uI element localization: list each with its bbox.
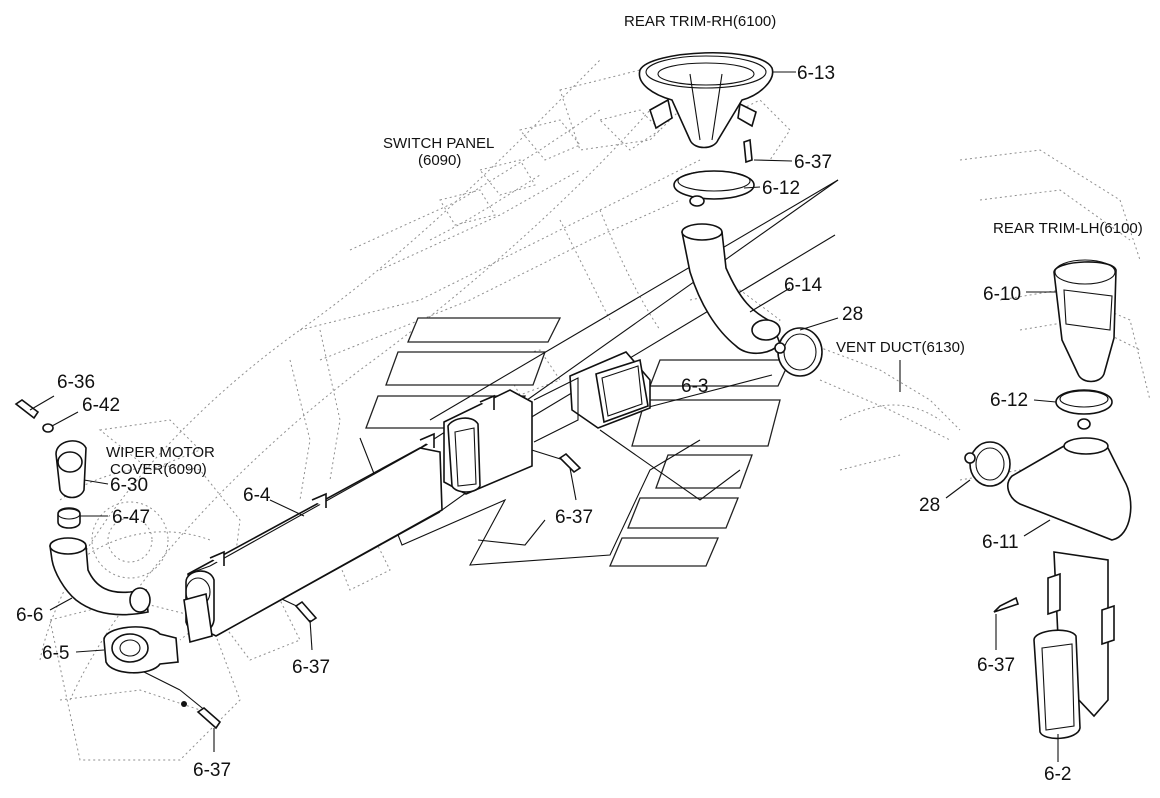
callout-6-11: 6-11 [982, 532, 1019, 553]
callout-6-37-top: 6-37 [794, 152, 832, 173]
leader-lines [29, 71, 1059, 762]
part-clamp-28-top [774, 327, 823, 377]
part-right-assembly [964, 259, 1132, 740]
part-outlet-rh [638, 51, 774, 149]
part-screws [294, 138, 1020, 624]
callout-6-6: 6-6 [16, 605, 43, 626]
callout-6-14: 6-14 [784, 275, 822, 296]
reference-labels: REAR TRIM-RH(6100) SWITCH PANEL (6090) R… [106, 13, 1143, 478]
callout-6-36: 6-36 [57, 372, 95, 393]
callout-28-top: 28 [842, 304, 863, 325]
callout-6-37-bottom: 6-37 [193, 760, 231, 781]
ref-rear-trim-rh: REAR TRIM-RH(6100) [624, 13, 776, 30]
part-callouts: 6-13 6-37 6-12 6-14 28 6-3 6-10 6-12 28 … [16, 63, 1071, 785]
callout-6-42: 6-42 [82, 395, 120, 416]
part-left-assembly [14, 399, 222, 730]
callout-6-12-right: 6-12 [990, 390, 1028, 411]
part-clamp-top [673, 170, 755, 207]
callout-6-30: 6-30 [110, 475, 148, 496]
callout-6-3: 6-3 [681, 376, 708, 397]
ref-wiper-motor-line1: WIPER MOTOR [106, 444, 215, 461]
part-main-duct [183, 377, 579, 644]
callout-6-47: 6-47 [112, 507, 150, 528]
callout-6-13: 6-13 [797, 63, 835, 84]
callout-28-bottom: 28 [919, 495, 940, 516]
callout-6-12-top: 6-12 [762, 178, 800, 199]
callout-6-5: 6-5 [42, 643, 69, 664]
callout-6-4: 6-4 [243, 485, 271, 506]
callout-6-37-left: 6-37 [292, 657, 330, 678]
callout-6-37-mid: 6-37 [555, 507, 593, 528]
ref-vent-duct: VENT DUCT(6130) [836, 339, 965, 356]
ref-wiper-motor-line2: COVER(6090) [110, 461, 207, 478]
callout-6-2: 6-2 [1044, 764, 1071, 785]
ref-switch-panel-line1: SWITCH PANEL [383, 135, 494, 152]
part-elbow-duct [681, 223, 781, 355]
part-rect-connector [569, 351, 651, 429]
callout-6-37-right: 6-37 [977, 655, 1015, 676]
ref-switch-panel-line2: (6090) [418, 152, 461, 169]
callout-6-10: 6-10 [983, 284, 1021, 305]
ref-rear-trim-lh: REAR TRIM-LH(6100) [993, 220, 1143, 237]
